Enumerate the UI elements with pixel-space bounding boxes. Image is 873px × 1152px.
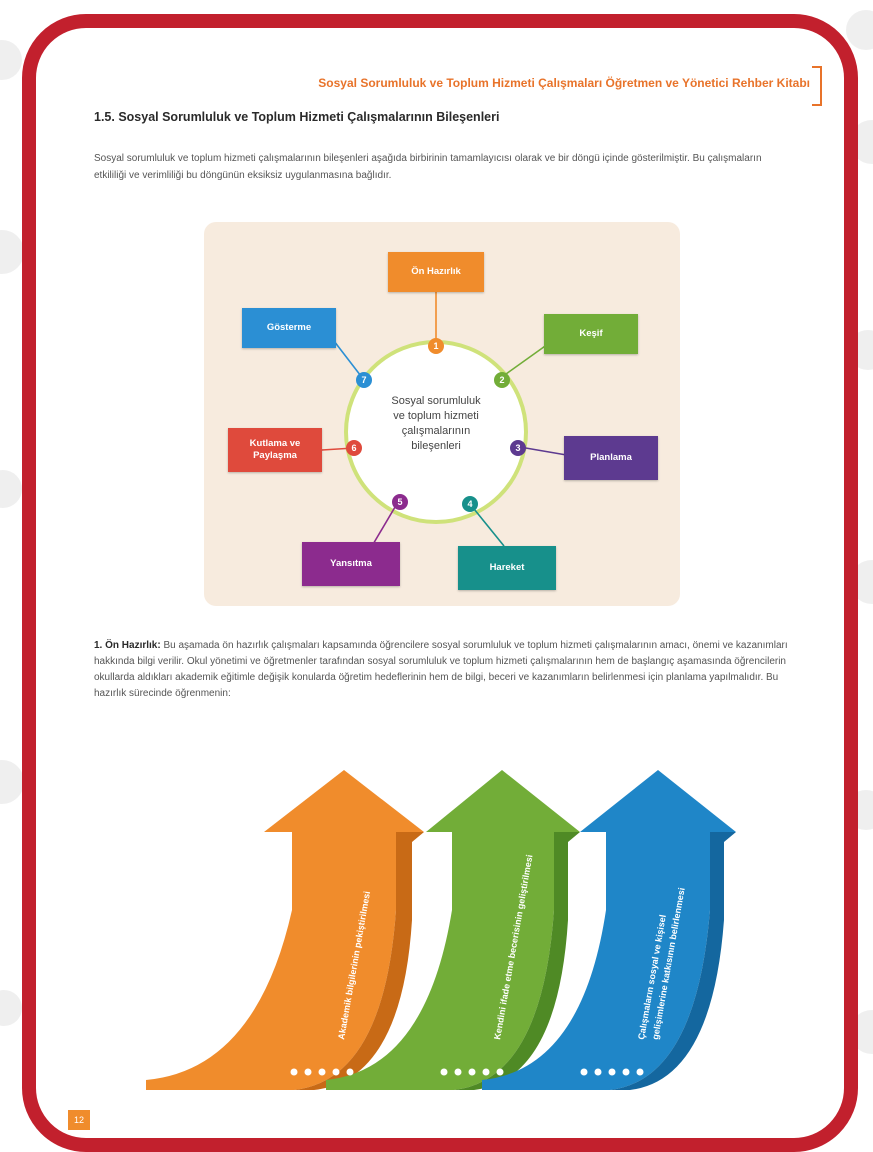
center-line-1: Sosyal sorumluluk [391,395,481,407]
center-line-4: bileşenleri [411,440,461,452]
arrow-blue-shade [610,832,736,1090]
diagram-center-text: Sosyal sorumluluk ve toplum hizmeti çalı… [366,394,506,454]
body-text: Bu aşamada ön hazırlık çalışmaları kapsa… [94,640,788,699]
arrows-svg: Akademik bilgilerinin pekiştirilmesi Ken… [146,770,736,1090]
step-box-gosterme: Gösterme [242,308,336,348]
step-number-4: 4 [467,499,472,509]
step-number-7: 7 [361,375,366,385]
step-box-on-hazirlik: Ön Hazırlık [388,252,484,292]
page-number: 12 [68,1110,90,1130]
step-number-6: 6 [351,443,356,453]
arrow-green-shade [454,832,580,1090]
running-header: Sosyal Sorumluluk ve Toplum Hizmeti Çalı… [318,76,810,90]
arrow-orange [146,770,424,1090]
body-lead: 1. Ön Hazırlık: [94,640,161,651]
page-frame: Sosyal Sorumluluk ve Toplum Hizmeti Çalı… [22,14,858,1152]
step-box-planlama: Planlama [564,436,658,480]
step-box-kutlama: Kutlama ve Paylaşma [228,428,322,472]
arrow-green [326,770,580,1090]
step-number-2: 2 [499,375,504,385]
step-box-hareket: Hareket [458,546,556,590]
step-box-yansitma: Yansıtma [302,542,400,586]
body-paragraph: 1. Ön Hazırlık: Bu aşamada ön hazırlık ç… [94,638,800,702]
intro-paragraph: Sosyal sorumluluk ve toplum hizmeti çalı… [94,153,762,181]
step-number-3: 3 [515,443,520,453]
arrows-illustration: Akademik bilgilerinin pekiştirilmesi Ken… [144,760,744,1090]
section-heading: 1.5. Sosyal Sorumluluk ve Toplum Hizmeti… [94,110,500,124]
step-number-5: 5 [397,497,402,507]
header-bracket [812,66,822,106]
step-number-1: 1 [433,341,438,351]
center-line-2: ve toplum hizmeti [393,410,479,422]
cycle-diagram: 1 2 3 4 5 6 7 Sosyal sorumluluk ve toplu… [204,222,680,606]
step-box-kesif: Keşif [544,314,638,354]
arrow-orange-shade [294,832,424,1090]
arrow-blue [482,770,736,1090]
cycle-diagram-lines: 1 2 3 4 5 6 7 [321,282,585,547]
center-line-3: çalışmalarının [401,425,471,437]
